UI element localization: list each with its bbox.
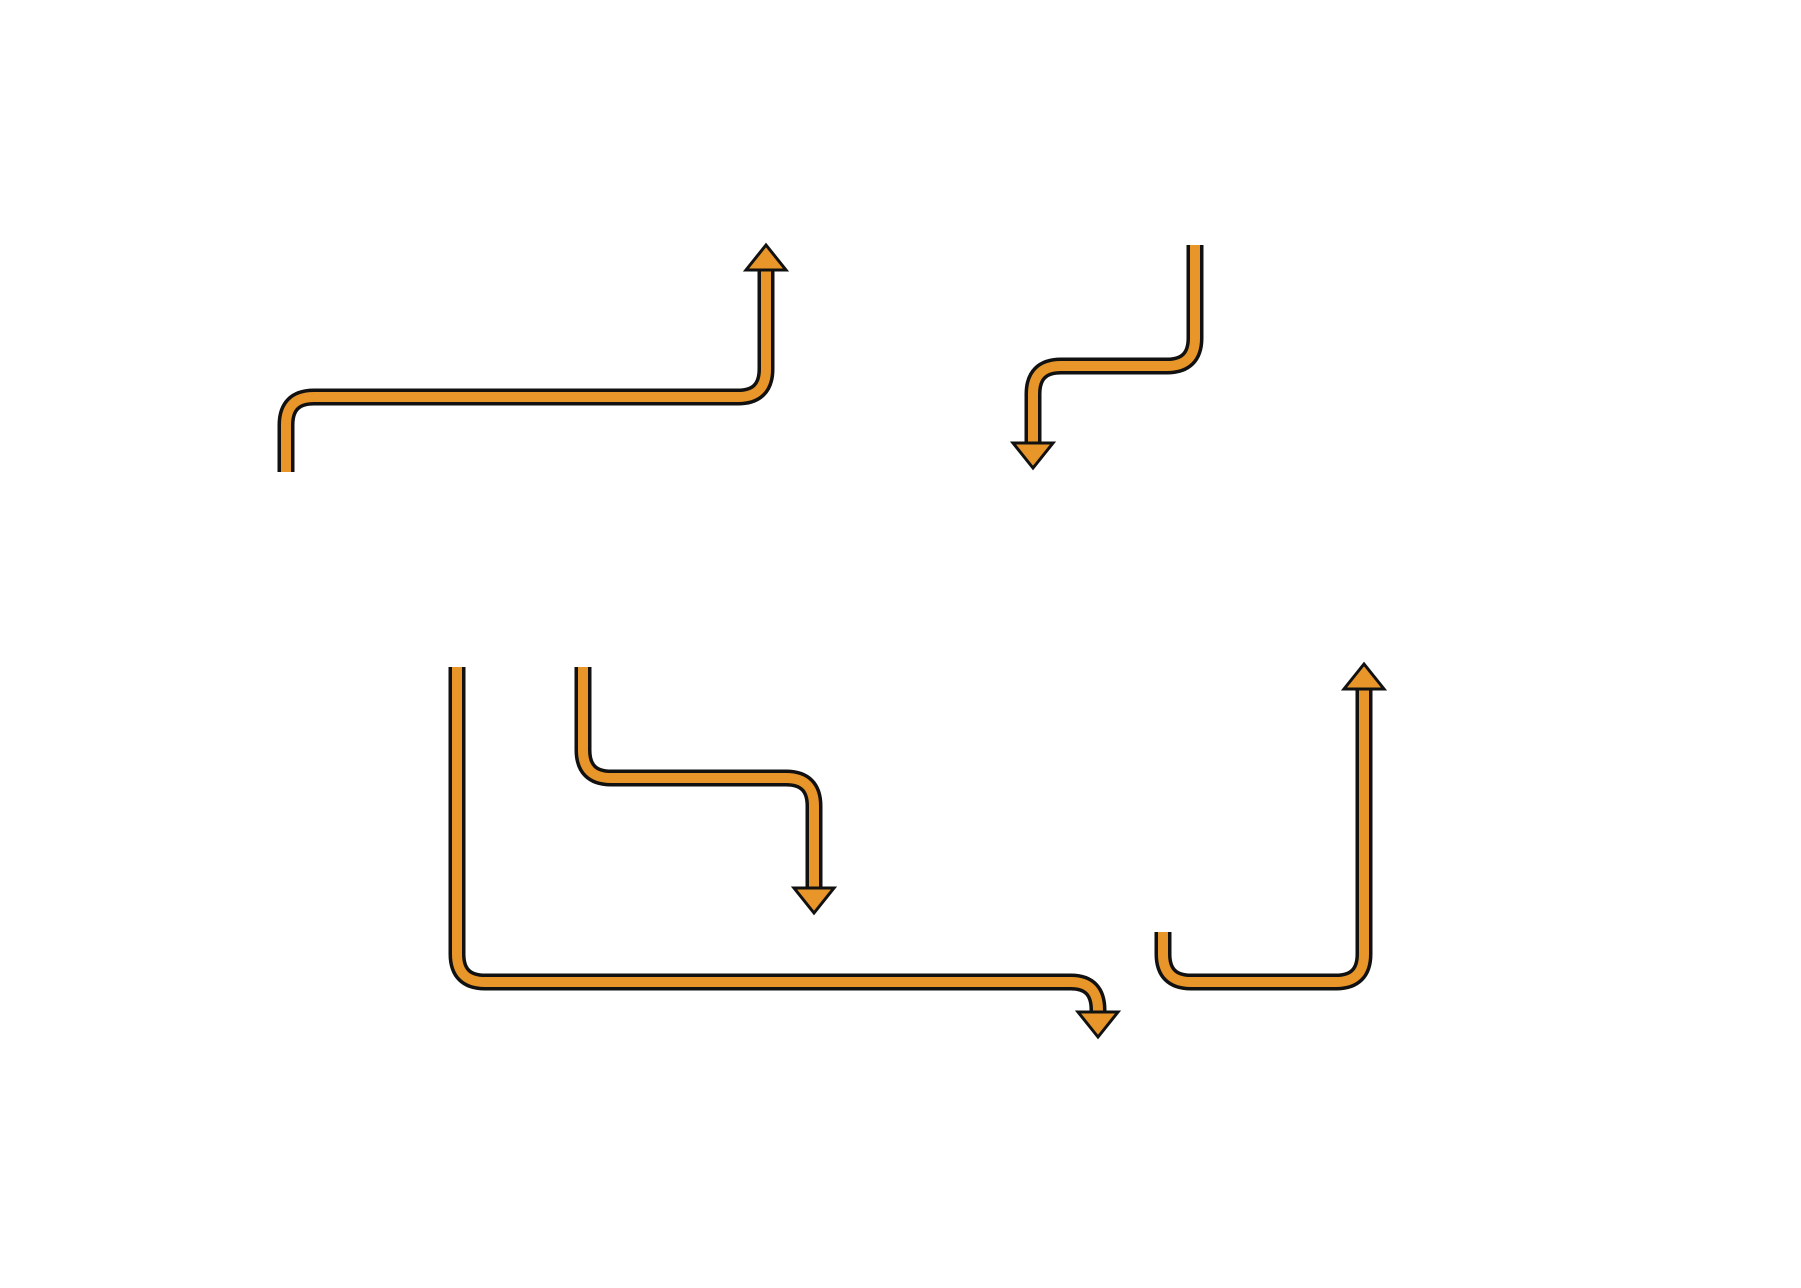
arrow-3-body: [578, 667, 819, 888]
arrow-2-body: [1028, 245, 1200, 443]
arrow-5-outline: [1154, 686, 1373, 991]
elbow-arrow-5[interactable]: [1154, 661, 1388, 991]
arrow-1-body: [281, 267, 771, 472]
arrow-3-head-icon: [790, 886, 838, 916]
arrow-2-outline: [1024, 245, 1204, 443]
elbow-arrow-3[interactable]: [574, 667, 838, 916]
arrow-4-outline: [448, 667, 1107, 1019]
arrow-1-outline: [277, 267, 775, 472]
arrow-5-head-icon: [1340, 661, 1388, 691]
arrow-2-head-icon: [1009, 441, 1057, 471]
elbow-arrow-1[interactable]: [277, 242, 790, 472]
elbow-arrow-4[interactable]: [448, 667, 1122, 1040]
arrow-1-head-icon: [742, 242, 790, 272]
elbow-arrow-2[interactable]: [1009, 245, 1204, 471]
arrow-4-body: [452, 667, 1103, 1015]
arrow-4-head-icon: [1074, 1010, 1122, 1040]
arrow-5-body: [1158, 686, 1369, 987]
